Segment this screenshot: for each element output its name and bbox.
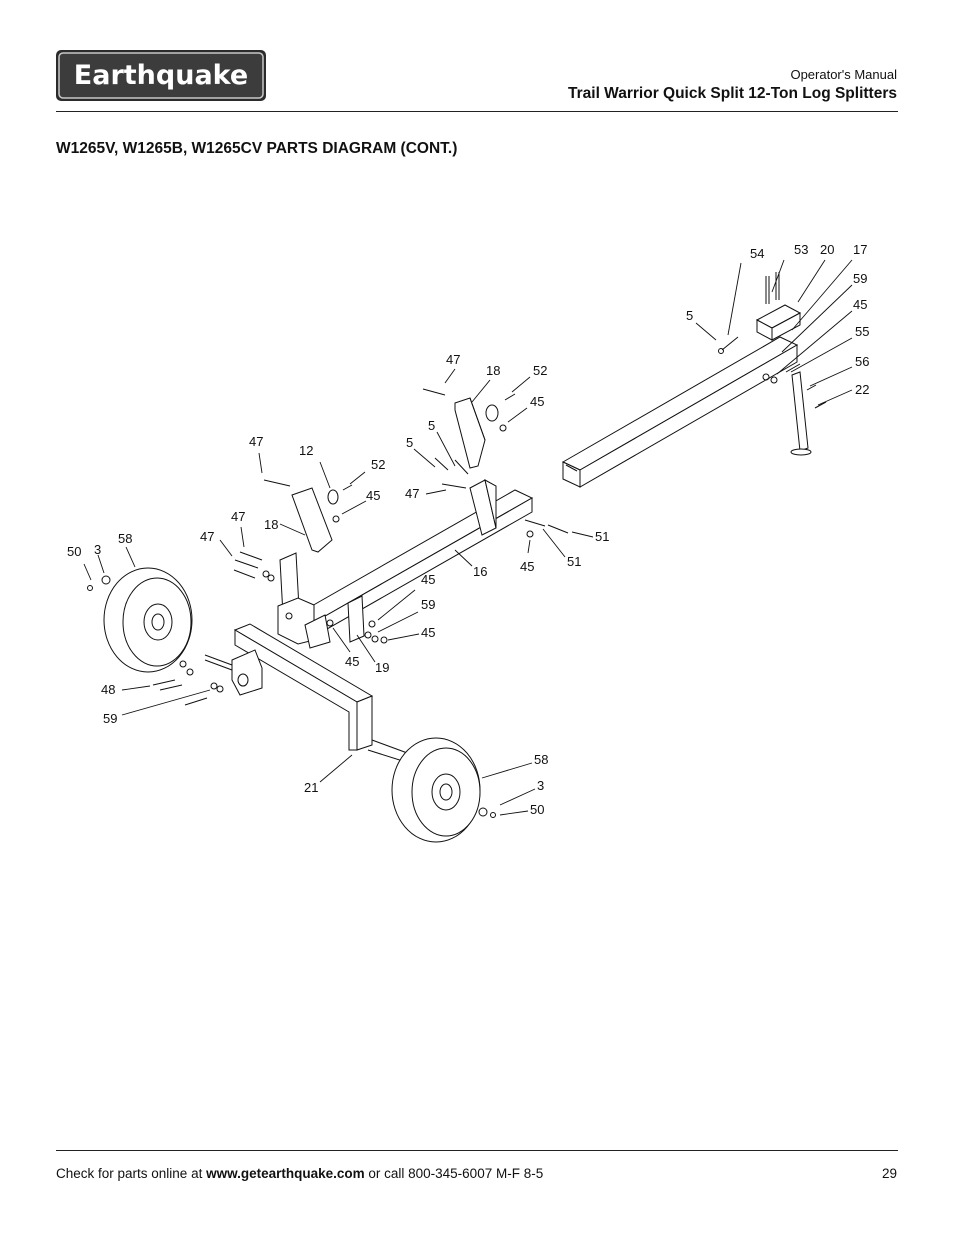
callout-50: 50	[67, 544, 81, 559]
header-divider	[56, 111, 898, 112]
callout-56: 56	[855, 354, 869, 369]
earthquake-logo: Earthquake	[56, 50, 266, 101]
footer-divider	[56, 1150, 898, 1151]
callout-18: 18	[486, 363, 500, 378]
callout-16: 16	[473, 564, 487, 579]
hardware-middle	[364, 519, 569, 644]
footer-url-link[interactable]: www.getearthquake.com	[206, 1166, 365, 1181]
callout-53: 53	[794, 242, 808, 257]
callout-45: 45	[530, 394, 544, 409]
callout-3: 3	[537, 778, 544, 793]
pin-5-top	[718, 336, 739, 354]
bracket-19	[277, 552, 365, 649]
callout-3: 3	[94, 542, 101, 557]
callout-54: 54	[750, 246, 764, 261]
callout-18: 18	[264, 517, 278, 532]
callout-59: 59	[103, 711, 117, 726]
callout-48: 48	[101, 682, 115, 697]
footer-suffix: or call 800-345-6007 M-F 8-5	[364, 1166, 544, 1181]
callout-45: 45	[853, 297, 867, 312]
callout-59: 59	[853, 271, 867, 286]
bolts-47	[233, 551, 275, 582]
manual-label: Operator's Manual	[790, 67, 897, 82]
callout-45: 45	[345, 654, 359, 669]
callout-47: 47	[405, 486, 419, 501]
beam-17	[561, 336, 799, 488]
manual-title: Trail Warrior Quick Split 12-Ton Log Spl…	[568, 85, 897, 102]
diagram-drawing	[87, 272, 827, 843]
callout-47: 47	[231, 509, 245, 524]
callout-12: 12	[299, 443, 313, 458]
callout-55: 55	[855, 324, 869, 339]
upright-12	[263, 479, 353, 553]
section-title: W1265V, W1265B, W1265CV PARTS DIAGRAM (C…	[56, 140, 458, 157]
callout-45: 45	[520, 559, 534, 574]
callout-19: 19	[375, 660, 389, 675]
upright-18-upper	[422, 388, 516, 469]
callout-17: 17	[853, 242, 867, 257]
callout-59: 59	[421, 597, 435, 612]
callout-52: 52	[371, 457, 385, 472]
callout-58: 58	[534, 752, 548, 767]
callout-47: 47	[200, 529, 214, 544]
callout-51: 51	[567, 554, 581, 569]
wheel-left-58	[87, 567, 193, 673]
stand-22	[790, 371, 812, 456]
footer-contact: Check for parts online at www.getearthqu…	[56, 1166, 543, 1181]
callout-21: 21	[304, 780, 318, 795]
callout-5: 5	[686, 308, 693, 323]
callouts: 54 53 20 17 59 45 5 55 56 22 47 18 52 45…	[67, 242, 869, 817]
page-number: 29	[881, 1166, 897, 1181]
callout-45: 45	[421, 625, 435, 640]
callout-51: 51	[595, 529, 609, 544]
beam-16	[294, 457, 534, 638]
callout-50: 50	[530, 802, 544, 817]
callout-20: 20	[820, 242, 834, 257]
callout-22: 22	[855, 382, 869, 397]
callout-45: 45	[366, 488, 380, 503]
axle-frame-21	[204, 623, 411, 763]
hardware-stand	[762, 363, 827, 409]
callout-47: 47	[249, 434, 263, 449]
callout-52: 52	[533, 363, 547, 378]
logo-wordmark: Earthquake	[74, 60, 248, 91]
bolts-48	[152, 660, 224, 706]
leader-lines	[83, 259, 853, 816]
callout-45: 45	[421, 572, 435, 587]
callout-5: 5	[406, 435, 413, 450]
callout-5: 5	[428, 418, 435, 433]
callout-47: 47	[446, 352, 460, 367]
callout-58: 58	[118, 531, 132, 546]
wheel-right-58	[391, 737, 496, 843]
footer-prefix: Check for parts online at	[56, 1166, 207, 1181]
hitch-mount-20	[755, 272, 802, 341]
